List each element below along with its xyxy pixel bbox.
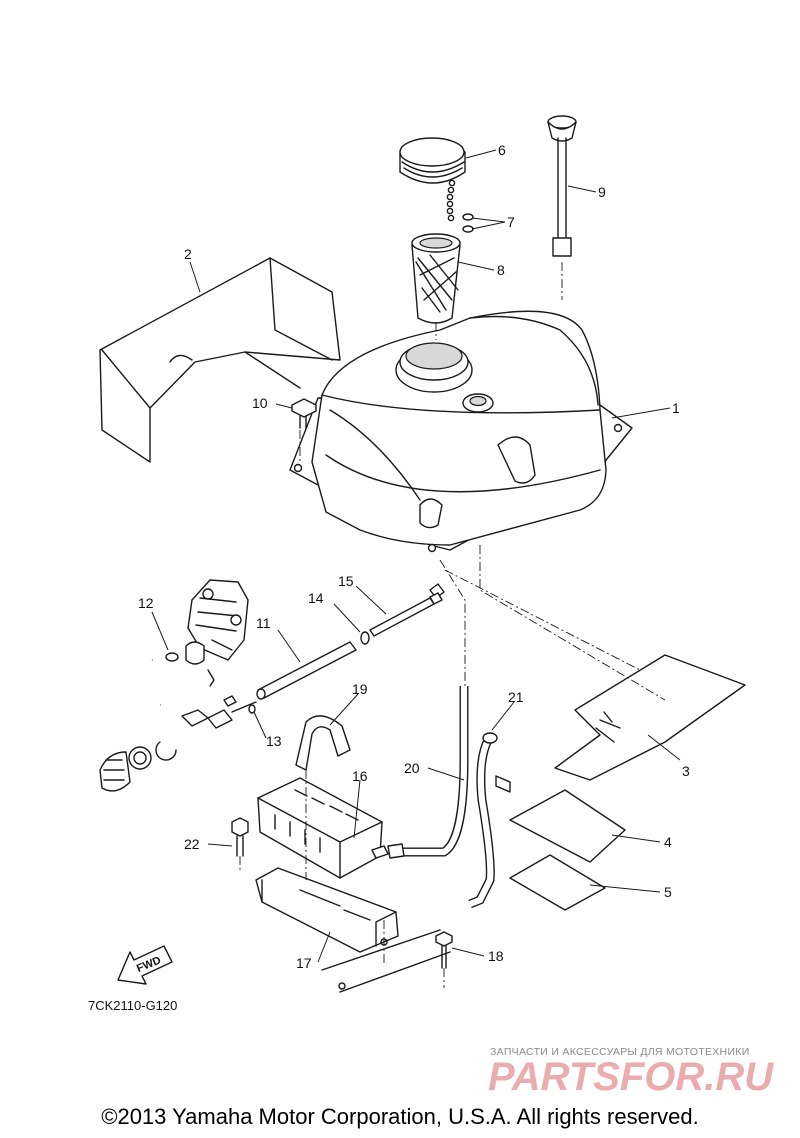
assembly-lines: [239, 262, 666, 988]
part-5-pad: [509, 854, 606, 911]
part-15-fuel-pipe: [369, 592, 443, 637]
callout-leaders: [151, 149, 681, 963]
part-13-fitting: [181, 695, 257, 729]
callout-7: 7: [507, 214, 515, 230]
carburetor: [185, 579, 249, 687]
fuel-cock-knob: [99, 741, 177, 792]
callout-1: 1: [672, 400, 680, 416]
part-12-hose: [91, 652, 179, 720]
part-20-vent-hose: [387, 686, 469, 859]
fwd-arrow-icon: FWD: [117, 945, 173, 985]
part-21-vent-hose: [468, 732, 511, 909]
callout-18: 18: [488, 948, 504, 964]
callout-numbers: 1 2 3 4 5 6 7 8 9 10 11 12 13 14 15 16 1…: [138, 142, 690, 971]
part-10-bolt: [291, 398, 317, 429]
callout-15: 15: [338, 573, 354, 589]
callout-12: 12: [138, 595, 154, 611]
diagram-code: 7CK2110-G120: [88, 998, 177, 1013]
part-11-fuel-hose: [256, 641, 357, 700]
callout-6: 6: [498, 142, 506, 158]
callout-3: 3: [682, 763, 690, 779]
part-3-tank-pad: [554, 654, 746, 781]
part-18-bolt: [435, 931, 453, 969]
callout-9: 9: [598, 184, 606, 200]
part-6-fuel-cap: [399, 137, 466, 184]
part-17-bracket: [255, 867, 451, 993]
callout-5: 5: [664, 884, 672, 900]
watermark-tagline: ЗАПЧАСТИ И АКСЕССУАРЫ ДЛЯ МОТОТЕХНИКИ: [490, 1046, 750, 1058]
part-4-pad: [509, 789, 626, 863]
callout-13: 13: [266, 733, 282, 749]
callout-2: 2: [184, 246, 192, 262]
callout-22: 22: [184, 836, 200, 852]
part-8-fuel-strainer: [411, 233, 461, 324]
callout-17: 17: [296, 955, 312, 971]
callout-19: 19: [352, 681, 368, 697]
watermark-logo: PARTSFOR.RU: [488, 1055, 774, 1099]
callout-16: 16: [352, 768, 368, 784]
copyright-notice: ©2013 Yamaha Motor Corporation, U.S.A. A…: [101, 1104, 698, 1129]
part-9-fuel-sender: [547, 115, 577, 257]
watermark: ЗАПЧАСТИ И АКСЕССУАРЫ ДЛЯ МОТОТЕХНИКИ PA…: [488, 1046, 774, 1099]
callout-21: 21: [508, 689, 524, 705]
part-16-charcoal-canister: [257, 777, 389, 879]
part-19-strap: [295, 715, 351, 771]
part-1-fuel-tank: [289, 310, 633, 599]
callout-20: 20: [404, 760, 420, 776]
callout-4: 4: [664, 834, 672, 850]
callout-14: 14: [308, 590, 324, 606]
callout-11: 11: [256, 615, 271, 631]
part-22-bolt: [231, 817, 249, 857]
part-14-clamp: [360, 631, 370, 645]
callout-8: 8: [497, 262, 505, 278]
part-7-cap-chain: [446, 179, 474, 233]
part-2-heat-shield: [99, 257, 341, 463]
callout-10: 10: [252, 395, 268, 411]
